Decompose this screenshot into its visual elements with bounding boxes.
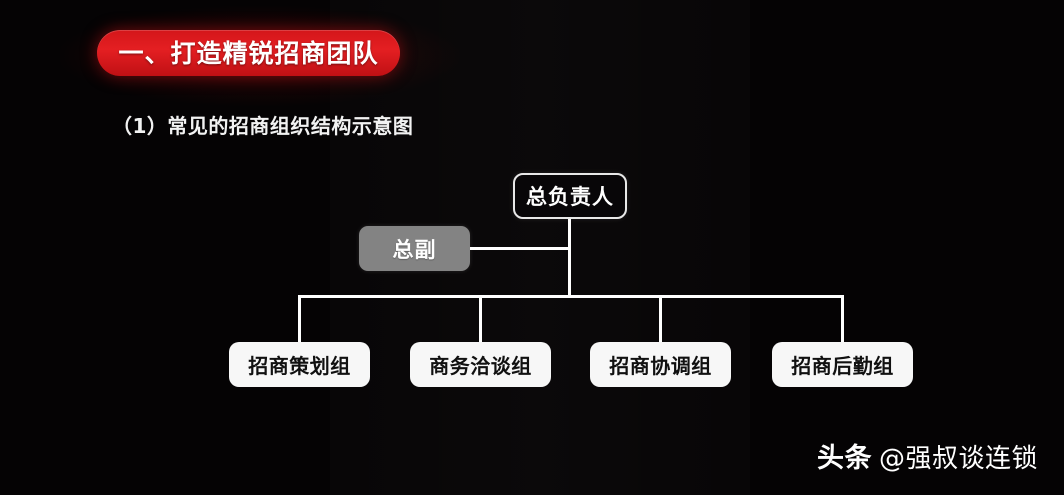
org-node-department-3-label: 招商协调组 <box>609 354 712 378</box>
connector-drop-2 <box>479 295 482 343</box>
org-node-department-1-label: 招商策划组 <box>248 354 351 378</box>
org-node-department-2-label: 商务洽谈组 <box>429 354 532 378</box>
background-tint <box>330 0 750 495</box>
org-node-department-1[interactable]: 招商策划组 <box>229 342 370 387</box>
watermark-handle: @强叔谈连锁 <box>878 444 1038 474</box>
watermark: 头条 @强叔谈连锁 <box>817 436 1038 475</box>
connector-horizontal-bus <box>298 295 844 298</box>
org-node-deputy-label: 总副 <box>392 237 437 262</box>
section-title-banner: 一、打造精锐招商团队 <box>97 30 400 76</box>
org-node-department-3[interactable]: 招商协调组 <box>590 342 731 387</box>
org-node-root[interactable]: 总负责人 <box>513 173 627 219</box>
connector-drop-3 <box>659 295 662 343</box>
section-title-text: 一、打造精锐招商团队 <box>118 38 379 68</box>
connector-drop-4 <box>841 295 844 343</box>
org-node-department-4[interactable]: 招商后勤组 <box>772 342 913 387</box>
connector-root-spine <box>568 219 571 297</box>
connector-deputy-branch <box>469 247 570 250</box>
org-node-root-label: 总负责人 <box>526 185 614 209</box>
org-node-department-2[interactable]: 商务洽谈组 <box>410 342 551 387</box>
subsection-title: （1）常见的招商组织结构示意图 <box>112 114 414 138</box>
watermark-brand: 头条 <box>816 443 872 474</box>
org-node-deputy[interactable]: 总副 <box>359 226 470 271</box>
connector-drop-1 <box>298 295 301 343</box>
org-node-department-4-label: 招商后勤组 <box>791 354 894 378</box>
